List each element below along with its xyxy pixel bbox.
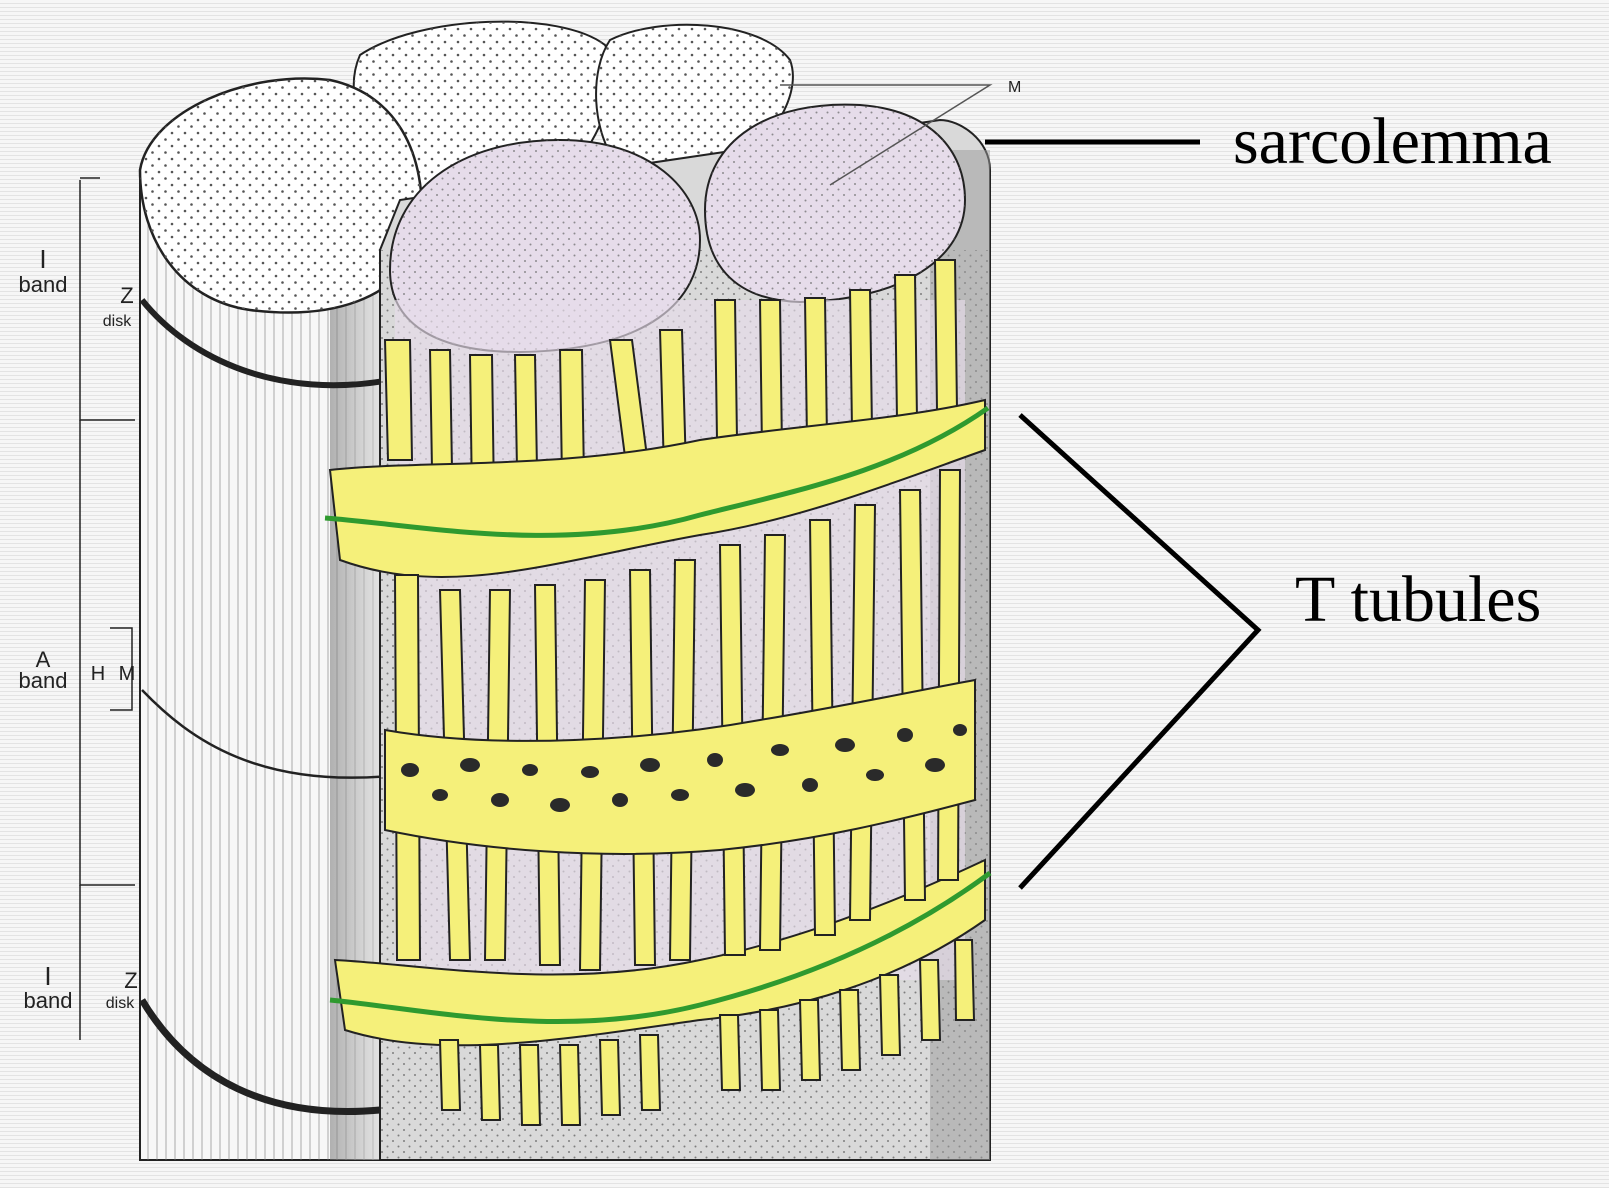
sarcolemma-label: sarcolemma bbox=[1233, 105, 1552, 178]
t-tubules-pointer-lines bbox=[1020, 415, 1258, 888]
disk-label-z-top: Z disk bbox=[103, 283, 134, 330]
svg-text:band: band bbox=[19, 272, 68, 297]
disk-label-z-bottom: Z disk bbox=[106, 968, 138, 1012]
zone-label-h: H bbox=[91, 663, 105, 685]
svg-text:band: band bbox=[24, 988, 73, 1013]
svg-text:M: M bbox=[1008, 79, 1021, 96]
svg-text:Z: Z bbox=[120, 283, 133, 308]
svg-text:I: I bbox=[44, 961, 51, 991]
svg-text:disk: disk bbox=[103, 313, 132, 330]
band-label-i-bottom: I band bbox=[24, 961, 73, 1013]
band-label-i-top: I band bbox=[19, 244, 68, 297]
svg-text:band: band bbox=[19, 668, 68, 693]
svg-text:Z: Z bbox=[124, 968, 137, 993]
svg-text:disk: disk bbox=[106, 995, 135, 1012]
svg-text:I: I bbox=[39, 244, 46, 274]
band-label-a: A band bbox=[19, 647, 68, 693]
t-tubules-label: T tubules bbox=[1295, 563, 1541, 636]
zone-label-m: M bbox=[119, 663, 136, 685]
